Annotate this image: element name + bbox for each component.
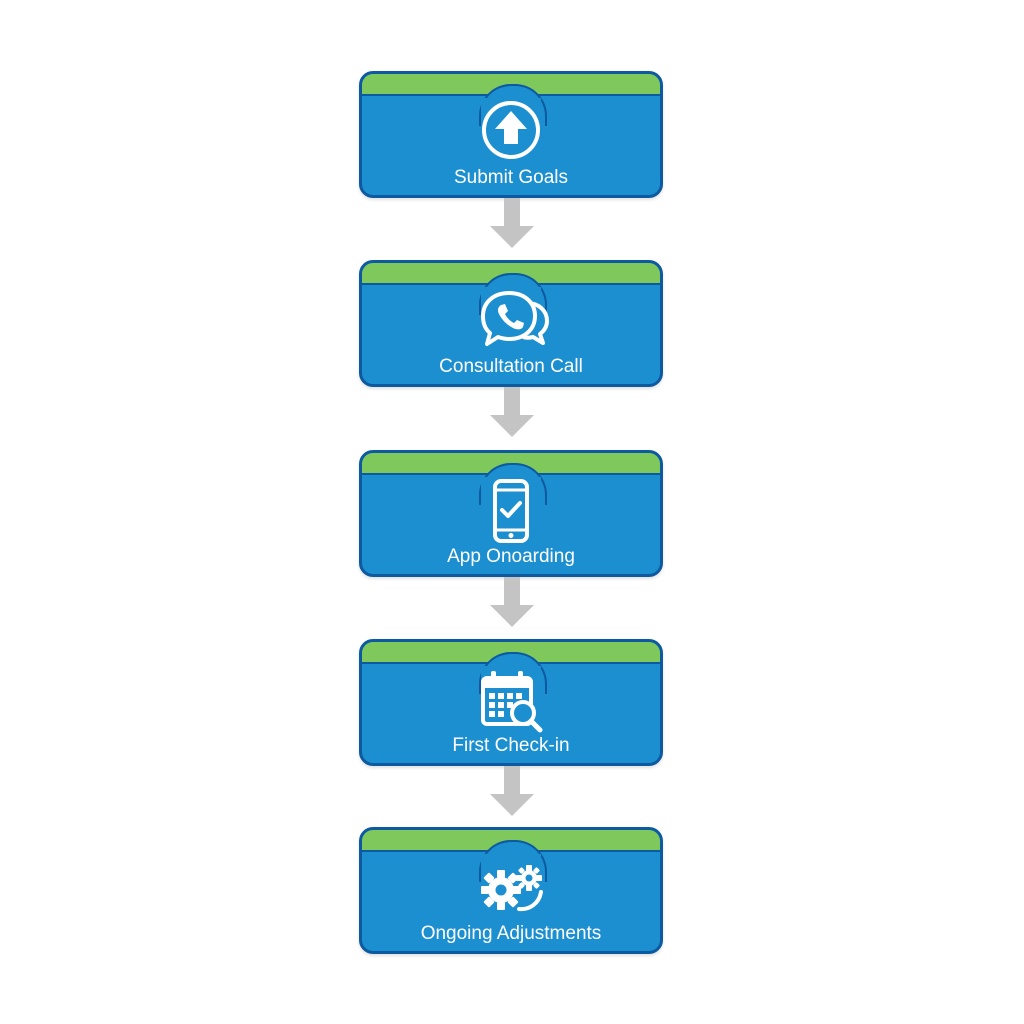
phone-chat-icon (471, 287, 551, 357)
step-ongoing-adjustments: Ongoing Adjustments (359, 827, 663, 954)
step-consultation-call: Consultation Call (359, 260, 663, 387)
smartphone-check-icon (471, 477, 551, 547)
step-first-check-in: First Check-in (359, 639, 663, 766)
calendar-search-icon (471, 666, 551, 736)
step-app-onboarding: App Onoarding (359, 450, 663, 577)
step-label: First Check-in (452, 735, 570, 756)
gears-icon (471, 854, 551, 924)
down-arrow-icon (488, 387, 536, 439)
down-arrow-icon (488, 198, 536, 250)
upload-arrow-icon (471, 98, 551, 168)
step-label: Submit Goals (453, 167, 569, 188)
down-arrow-icon (488, 766, 536, 818)
step-label: App Onoarding (447, 546, 575, 567)
step-label: Consultation Call (439, 356, 583, 377)
step-label: Ongoing Adjustments (420, 923, 602, 944)
step-submit-goals: Submit Goals (359, 71, 663, 198)
down-arrow-icon (488, 577, 536, 629)
